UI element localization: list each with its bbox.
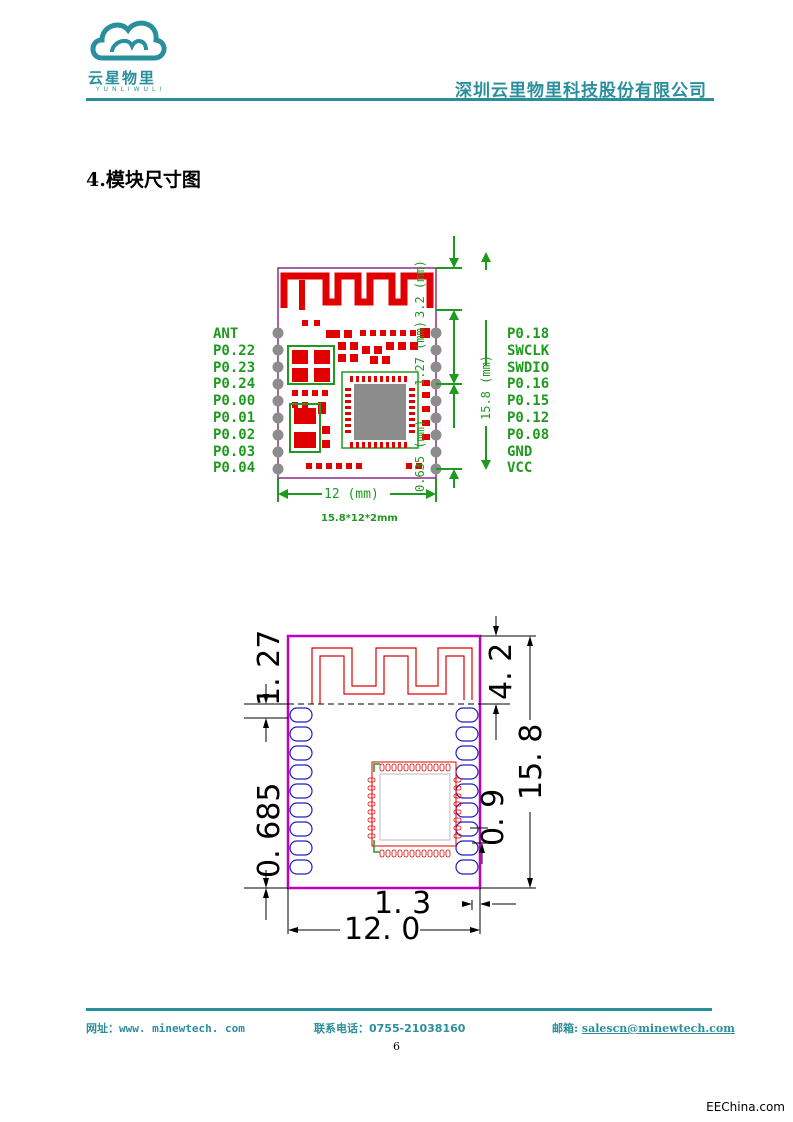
page-number: 6 xyxy=(393,1040,400,1053)
pin-label: GND xyxy=(507,443,533,460)
footer-rule xyxy=(86,1008,712,1011)
header-rule xyxy=(86,98,714,101)
footer-email-link[interactable]: salescn@minewtech.com xyxy=(581,1022,735,1035)
pin-label: P0.18 xyxy=(507,326,550,342)
footer-phone: 联系电话：0755-21038160 xyxy=(314,1022,466,1035)
pin-label: P0.22 xyxy=(213,342,256,359)
pin-label: VCC xyxy=(507,460,533,477)
dim-15-8-label: 15.8 (mm) xyxy=(479,354,493,420)
watermark: EEChina.com xyxy=(706,1100,785,1114)
pin-label: P0.15 xyxy=(507,393,550,410)
footer-website: 网址：www. minewtech. com xyxy=(86,1022,245,1035)
pin-label: P0.02 xyxy=(213,426,256,443)
pin-label: P0.24 xyxy=(213,376,256,393)
module-top-view xyxy=(210,230,570,530)
pin-label: P0.23 xyxy=(213,359,256,376)
dim-1-27-label: 1.27 (mm) xyxy=(413,320,427,386)
width-dimension-label: 12 (mm) xyxy=(324,487,379,502)
company-logo xyxy=(88,14,170,66)
dim-1-27-footprint-label: 1. 27 xyxy=(252,629,287,706)
module-size-caption: 15.8*12*2mm xyxy=(321,513,398,524)
pin-label: P0.04 xyxy=(213,460,256,477)
pin-label: P0.16 xyxy=(507,376,550,393)
dim-pitch-label: 0.635 (mm) xyxy=(413,419,427,492)
dim-0-9-label: 0. 9 xyxy=(476,788,511,846)
section-title: 4.模块尺寸图 xyxy=(86,169,201,191)
module-drawing xyxy=(272,236,491,502)
right-pin-list: P0.18 SWCLK SWDIO P0.16 P0.15 P0.12 P0.0… xyxy=(507,326,549,477)
dim-3-2-label: 3.2 (mm) xyxy=(413,260,427,318)
left-pin-list: ANT P0.22 P0.23 P0.24 P0.00 P0.01 P0.02 … xyxy=(213,326,255,477)
dim-15-8-footprint-label: 15. 8 xyxy=(514,723,549,800)
dim-0-685-label: 0. 685 xyxy=(252,782,287,878)
dim-4-2-label: 4. 2 xyxy=(484,642,519,700)
pin-label: P0.08 xyxy=(507,426,550,443)
logo-subtext: YUNLIWULI xyxy=(96,86,166,93)
footer-email-block: 邮箱: salescn@minewtech.com xyxy=(552,1020,735,1036)
company-name: 深圳云里物里科技股份有限公司 xyxy=(455,81,707,101)
logo-text: 云星物里 xyxy=(88,69,157,87)
dim-1-3-label: 1. 3 xyxy=(374,886,432,921)
pin-label: P0.03 xyxy=(213,443,256,460)
cloud-logo-icon xyxy=(90,20,167,61)
pin-label: SWCLK xyxy=(507,342,550,359)
footer-email-label: 邮箱: xyxy=(552,1022,579,1035)
pin-label: ANT xyxy=(213,326,239,342)
pin-label: SWDIO xyxy=(507,359,550,376)
dim-12-0-label: 12. 0 xyxy=(344,912,421,947)
pin-label: P0.01 xyxy=(213,409,256,426)
footprint-drawing xyxy=(240,600,560,940)
pin-label: P0.00 xyxy=(213,393,256,410)
pin-label: P0.12 xyxy=(507,409,550,426)
footprint-svg xyxy=(244,616,536,934)
